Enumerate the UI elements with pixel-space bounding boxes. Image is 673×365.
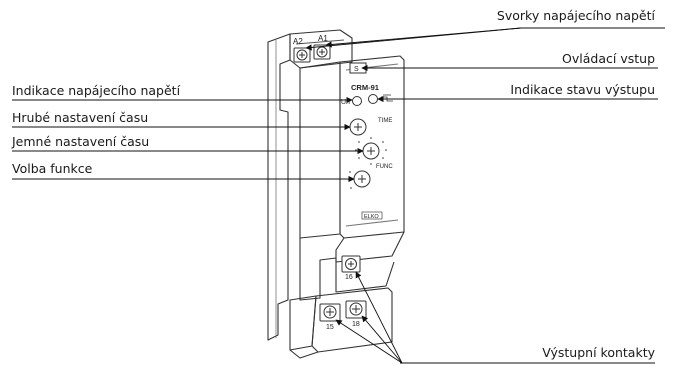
label-fine-time: Jemné nastavení času: [12, 134, 150, 149]
function-knob: [353, 170, 371, 188]
label-output-state-indication: Indikace stavu výstupu: [510, 82, 655, 97]
top-terminal-block: [289, 29, 353, 69]
led-label-un: Un: [341, 99, 350, 106]
label-supply-terminals: Svorky napájecího napětí: [496, 8, 655, 23]
label-output-contacts: Výstupní kontakty: [542, 345, 655, 360]
brand-label: ELKO: [364, 214, 379, 220]
fine-time-knob: [362, 142, 380, 160]
led-output: [368, 94, 378, 104]
terminal-screw-a1: [313, 44, 331, 60]
terminal-label-18: 18: [352, 321, 360, 328]
coarse-time-knob: [349, 118, 367, 136]
led-supply: [352, 96, 362, 106]
terminal-screw-18: [345, 300, 367, 319]
model-label: CRM-91: [351, 83, 379, 92]
relay-symbol-icon: [381, 94, 393, 102]
label-coarse-time: Hrubé nastavení času: [12, 110, 149, 125]
terminal-label-16: 16: [345, 274, 353, 281]
terminal-label-a2: A2: [293, 37, 303, 46]
terminal-screw-16: [341, 255, 361, 273]
brand-badge: [361, 211, 383, 220]
time-label: TIME: [378, 118, 392, 124]
label-control-input: Ovládací vstup: [562, 51, 655, 66]
terminal-label-15: 15: [326, 324, 334, 331]
terminal-screw-a2: [293, 47, 311, 63]
terminal-label-s: S: [354, 66, 359, 73]
terminal-screw-15: [319, 303, 341, 322]
func-label: FUNC: [376, 164, 393, 170]
side-housing: [299, 61, 341, 239]
din-rail-back: [267, 33, 291, 341]
label-supply-indication: Indikace napájecího napětí: [12, 83, 181, 98]
label-function-select: Volba funkce: [12, 161, 93, 176]
terminal-label-a1: A1: [318, 34, 328, 43]
